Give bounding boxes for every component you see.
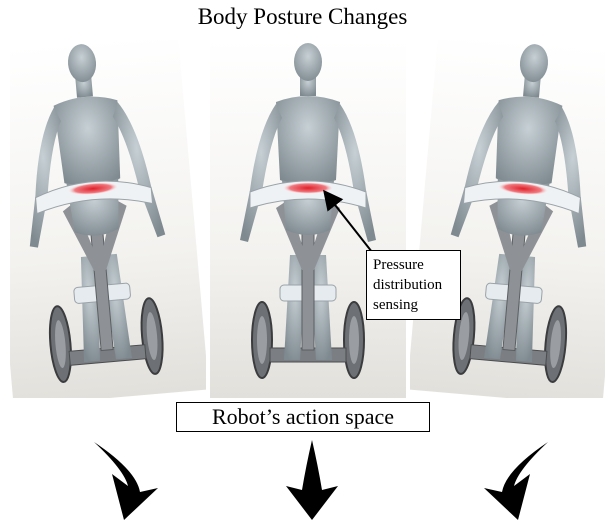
human-robot-figure-left [10,40,206,398]
figure-panel-center [210,40,406,398]
callout-line-2: distribution [373,275,454,295]
callout-line-1: Pressure [373,255,454,275]
callout-line-3: sensing [373,295,454,315]
figure-panel-right [410,40,605,398]
arrow-down-icon [282,440,342,520]
arrow-down-left-icon [92,440,172,520]
figure-title: Body Posture Changes [0,4,605,30]
pressure-sensing-callout: Pressure distribution sensing [366,250,461,320]
human-robot-figure-right [410,40,605,398]
arrow-down-right-icon [470,440,550,520]
figure-panel-left [10,40,206,398]
human-robot-figure-center [210,40,406,398]
action-space-label: Robot’s action space [176,402,430,432]
